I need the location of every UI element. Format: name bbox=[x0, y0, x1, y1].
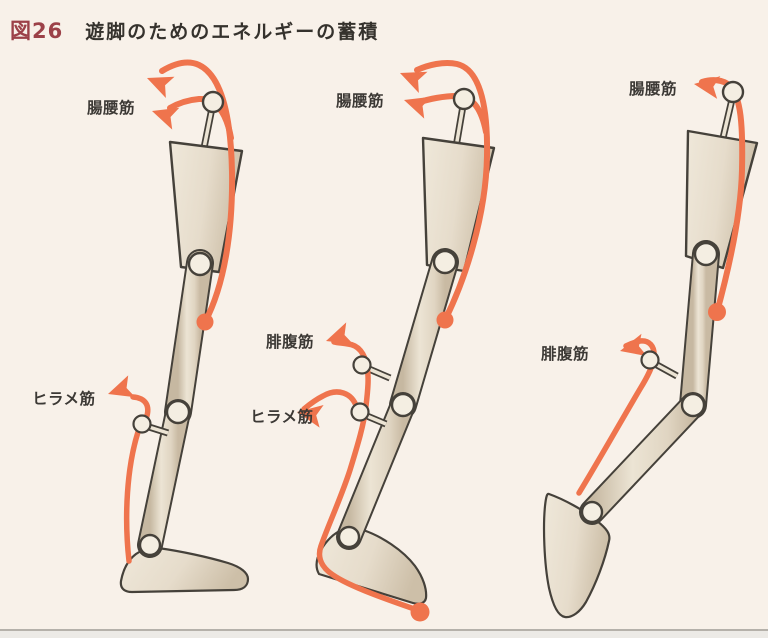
knee-joint bbox=[390, 392, 416, 418]
soleus-attachment-ball bbox=[350, 402, 370, 422]
shin-bone bbox=[137, 399, 191, 558]
foot-segment bbox=[119, 546, 250, 594]
pelvis-segment bbox=[168, 140, 244, 274]
gastrocnemius-attachment-ball bbox=[352, 355, 372, 375]
iliopsoas-muscle-line bbox=[159, 59, 236, 325]
knee-joint bbox=[165, 399, 191, 425]
figure-title: 図26 遊脚のためのエネルギーの蓄積 bbox=[10, 15, 379, 45]
label-gastrocnemius-panel2: 腓腹筋 bbox=[266, 333, 315, 351]
figure-number: 図26 bbox=[10, 19, 64, 43]
ankle-joint bbox=[337, 525, 361, 549]
hip-joint bbox=[187, 251, 213, 277]
soleus-muscle-line bbox=[301, 389, 360, 412]
iliopsoas-muscle-line bbox=[699, 77, 746, 315]
gastrocnemius-arrowhead-icon bbox=[322, 322, 354, 352]
page-edge-divider bbox=[0, 629, 768, 638]
soleus-attachment-link bbox=[147, 423, 170, 437]
pelvis-pin-ball bbox=[452, 87, 476, 111]
soleus-attachment-ball bbox=[132, 414, 152, 434]
ankle-joint bbox=[580, 500, 604, 524]
label-soleus-panel2: ヒラメ筋 bbox=[250, 408, 314, 426]
leg-figure-1 bbox=[104, 59, 250, 594]
shin-bone bbox=[336, 392, 416, 550]
iliopsoas-arrowhead-icon bbox=[400, 89, 432, 119]
figure-title-text: 遊脚のためのエネルギーの蓄積 bbox=[85, 21, 380, 43]
leg-figure-3 bbox=[542, 72, 759, 619]
label-iliopsoas-panel3: 腸腰筋 bbox=[629, 80, 678, 98]
soleus-attachment-link bbox=[365, 412, 388, 428]
label-soleus-panel1: ヒラメ筋 bbox=[32, 390, 96, 408]
soleus-arrowhead-icon bbox=[104, 375, 136, 405]
pelvis-pin-ball bbox=[201, 90, 225, 114]
hip-joint bbox=[693, 241, 719, 267]
leg-figure-2 bbox=[295, 59, 496, 622]
thigh-bone bbox=[389, 248, 459, 419]
muscle-insertion-dot bbox=[196, 313, 214, 331]
knee-joint bbox=[680, 392, 706, 418]
label-gastrocnemius-panel3: 腓腹筋 bbox=[541, 345, 590, 363]
thigh-bone bbox=[679, 240, 720, 419]
label-iliopsoas-panel1: 腸腰筋 bbox=[87, 99, 136, 117]
pelvis-pin-ball bbox=[721, 80, 745, 104]
gastrocnemius-attachment-link bbox=[655, 361, 679, 380]
hip-joint bbox=[432, 249, 458, 275]
iliopsoas-arrowhead-icon bbox=[692, 72, 721, 99]
ankle-joint bbox=[138, 533, 162, 557]
gastrocnemius-attachment-link bbox=[367, 365, 392, 382]
iliopsoas-arrowhead-icon bbox=[142, 67, 175, 99]
shin-bone bbox=[579, 392, 706, 525]
muscle-insertion-dot bbox=[708, 303, 726, 321]
gastrocnemius-attachment-ball bbox=[640, 350, 660, 370]
muscle-insertion-dot bbox=[436, 311, 454, 329]
thigh-bone bbox=[164, 249, 214, 426]
label-iliopsoas-panel2: 腸腰筋 bbox=[336, 92, 385, 110]
gastrocnemius-muscle-line bbox=[316, 339, 423, 614]
toe-anchor-dot bbox=[410, 602, 430, 622]
